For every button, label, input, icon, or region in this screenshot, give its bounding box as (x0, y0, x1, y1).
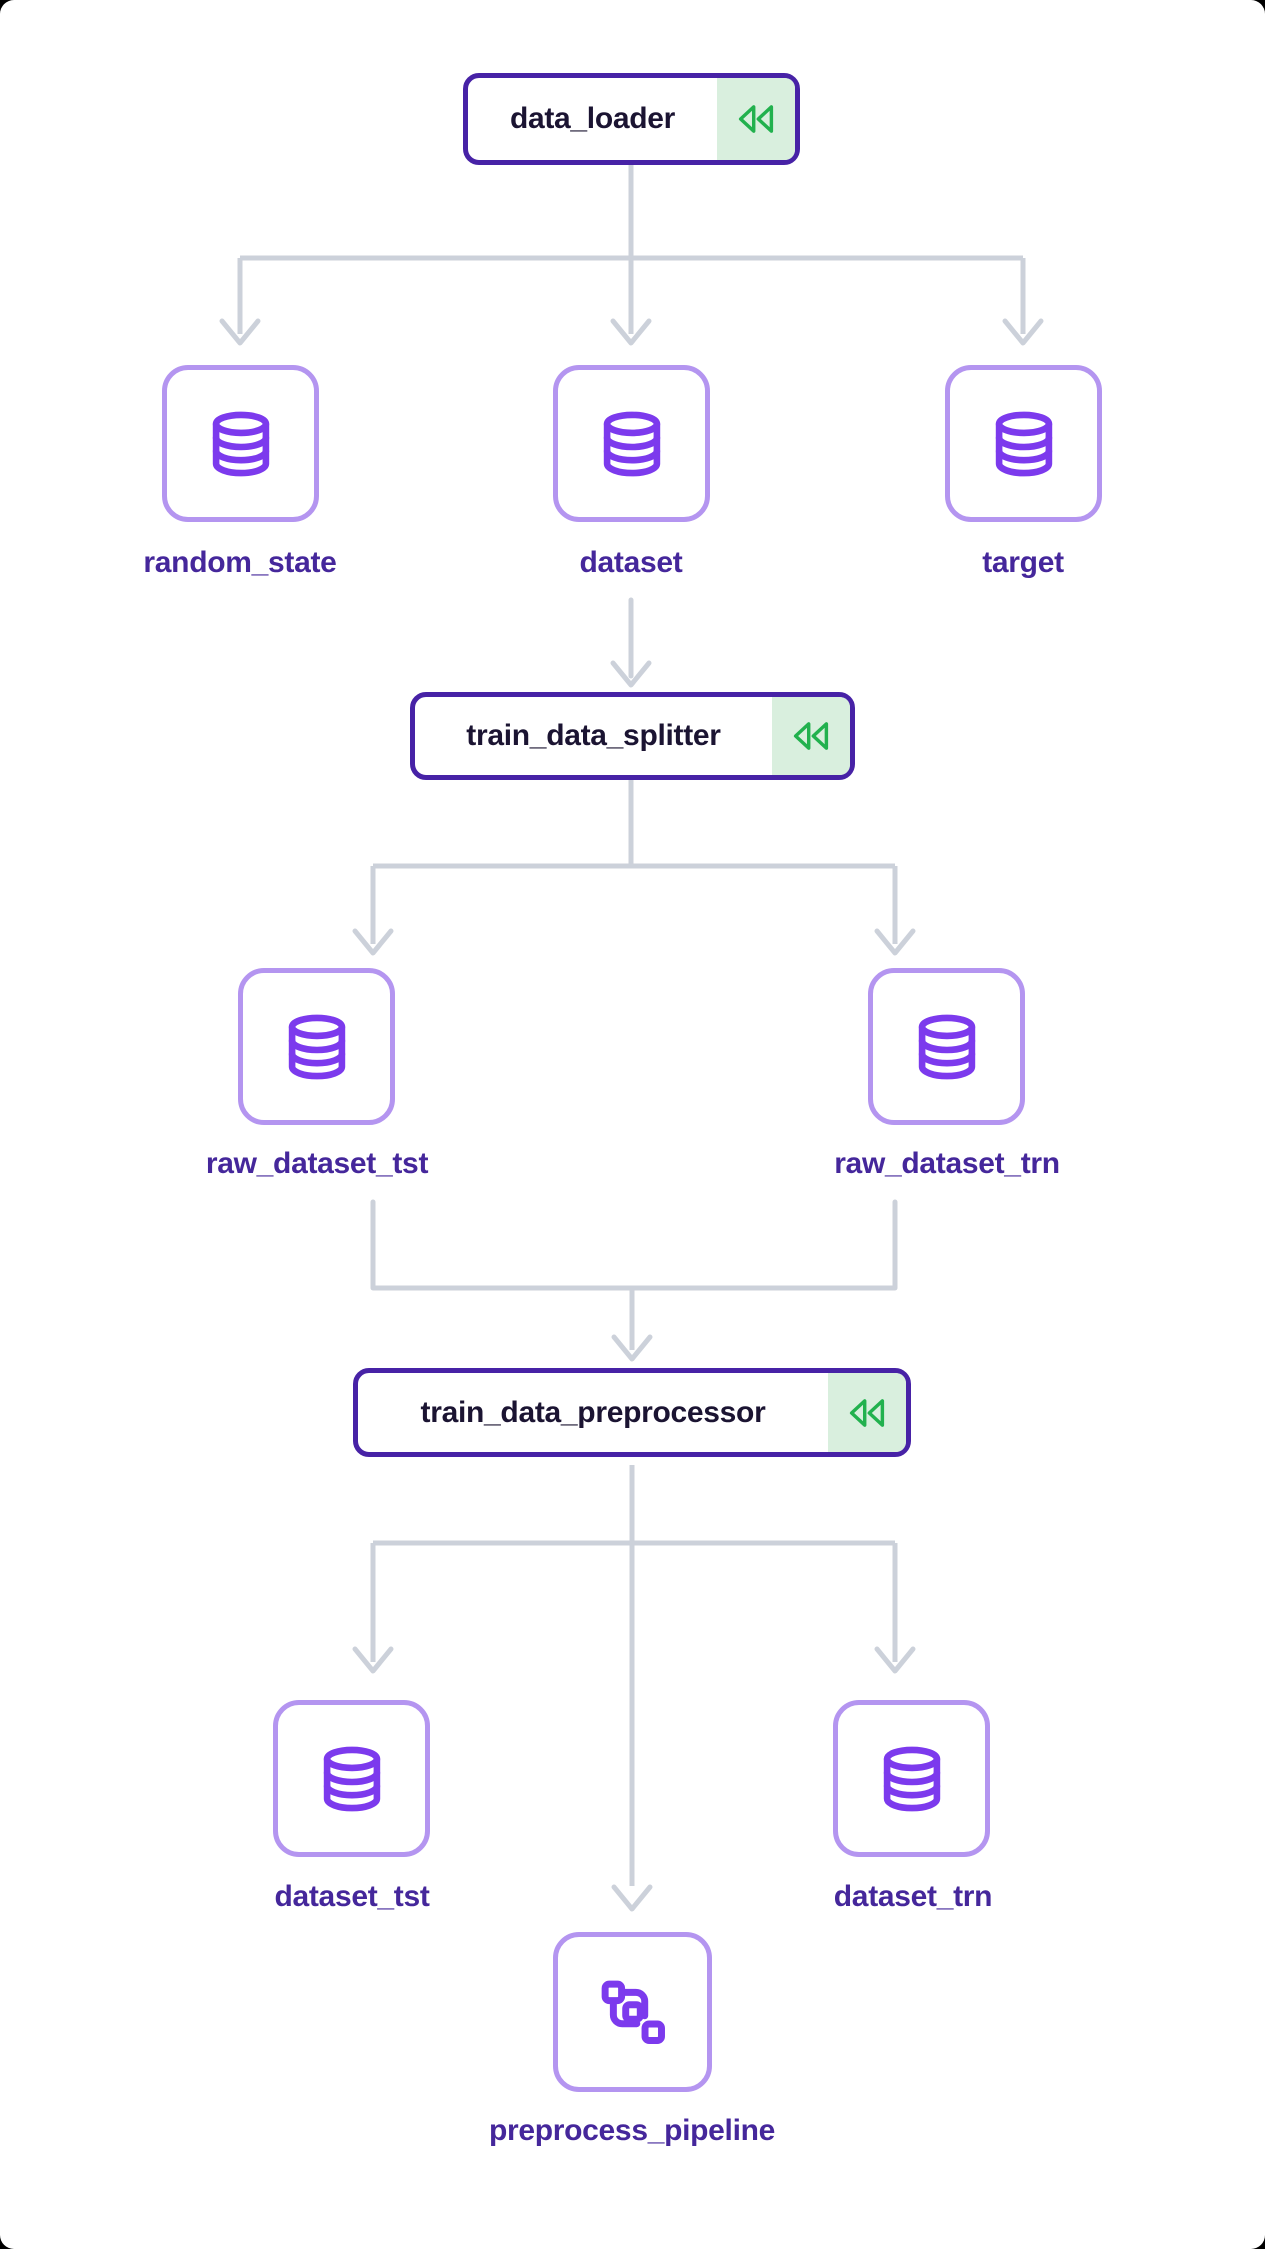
data-label-dataset: dataset (579, 546, 683, 579)
edge-train_data_preprocessor-out (352, 1465, 916, 1912)
data-label-raw_dataset_tst: raw_dataset_tst (205, 1147, 429, 1180)
data-label-dataset_tst: dataset_tst (274, 1880, 430, 1913)
node-dataset[interactable] (553, 365, 710, 522)
node-title: train_data_splitter (466, 719, 721, 752)
node-raw_dataset_trn[interactable] (868, 968, 1025, 1125)
database-icon (603, 411, 660, 476)
data-label-random_state: random_state (143, 546, 337, 579)
data-label-dataset_trn: dataset_trn (833, 1880, 993, 1913)
node-dataset_trn[interactable] (833, 1700, 990, 1857)
database-icon (212, 411, 269, 476)
database-icon (288, 1014, 345, 1079)
node-data_loader[interactable]: data_loader (463, 73, 800, 165)
rewind-icon (828, 1373, 906, 1452)
node-title: data_loader (509, 102, 676, 135)
pipeline-icon (601, 1980, 665, 2044)
edge-data_loader-out (219, 165, 1044, 346)
node-target[interactable] (945, 365, 1102, 522)
node-random_state[interactable] (162, 365, 319, 522)
data-label-target: target (982, 546, 1064, 579)
data-label-preprocess_pipeline: preprocess_pipeline (488, 2114, 776, 2147)
database-icon (323, 1746, 380, 1811)
node-title: train_data_preprocessor (420, 1395, 766, 1429)
edge-train_data_splitter-out (352, 780, 916, 956)
node-dataset_tst[interactable] (273, 1700, 430, 1857)
node-train_data_preprocessor[interactable]: train_data_preprocessor (353, 1368, 911, 1457)
rewind-icon (717, 78, 795, 160)
edge-raw_datasets-train_data_preprocessor (370, 1199, 898, 1362)
node-raw_dataset_tst[interactable] (238, 968, 395, 1125)
node-preprocess_pipeline[interactable] (553, 1932, 712, 2092)
rewind-icon (772, 697, 850, 775)
database-icon (995, 411, 1052, 476)
data-label-raw_dataset_trn: raw_dataset_trn (834, 1147, 1060, 1180)
node-train_data_splitter[interactable]: train_data_splitter (410, 692, 855, 780)
edge-dataset-train_data_splitter (610, 597, 652, 688)
database-icon (918, 1014, 975, 1079)
database-icon (883, 1746, 940, 1811)
